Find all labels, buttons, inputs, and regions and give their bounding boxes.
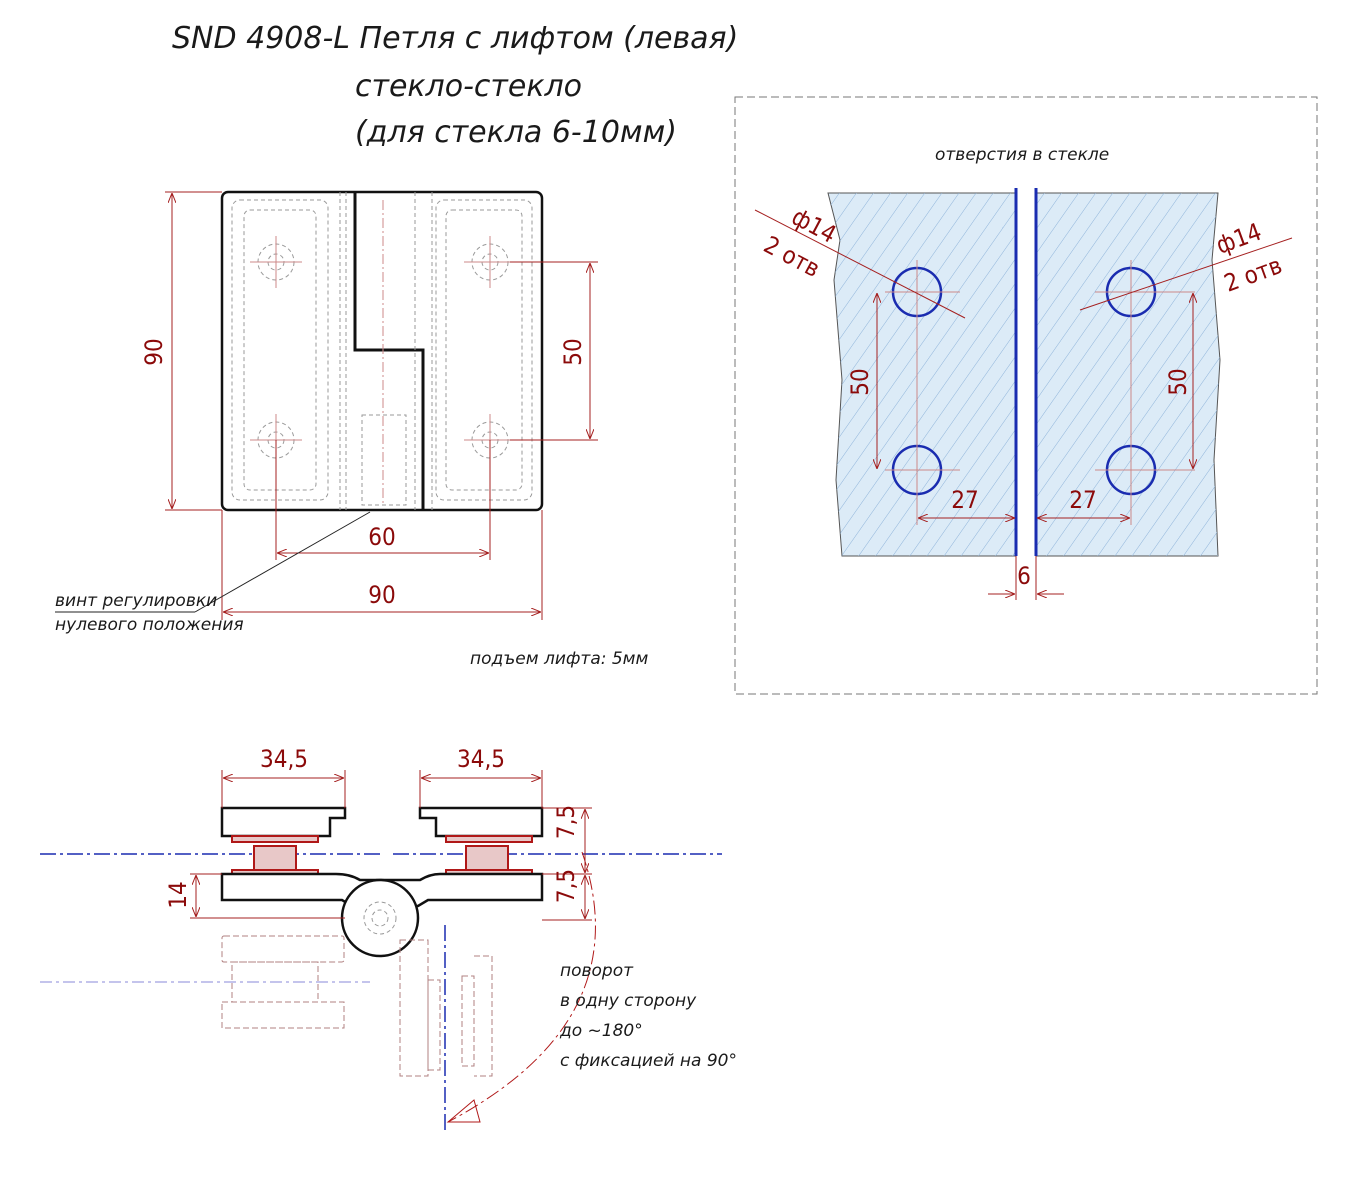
right-spacing-label: 50	[1164, 368, 1192, 395]
screw-note-line-1: винт регулировки	[55, 591, 217, 611]
dim-width-label: 90	[368, 581, 395, 609]
dim-bottom-thickness-label: 7,5	[552, 869, 580, 903]
glass-caption: отверстия в стекле	[935, 145, 1109, 165]
glass-view-frame	[734, 96, 1318, 695]
lift-note: подъем лифта: 5мм	[470, 649, 649, 669]
hinge-knuckle	[340, 878, 420, 958]
right-edge-label: 27	[1069, 486, 1096, 514]
dim-left-width-label: 34,5	[260, 745, 308, 773]
title-line-3: (для стекла 6-10мм)	[355, 115, 677, 150]
rotation-note-line-4: с фиксацией на 90°	[560, 1051, 737, 1071]
drawing-title: SND 4908-L Петля с лифтом (левая) стекло…	[172, 21, 738, 150]
left-hole-leader	[754, 209, 966, 319]
left-plate-outline	[231, 199, 329, 501]
right-hole-leader	[1079, 237, 1293, 311]
adjustment-screw	[361, 414, 407, 506]
knuckle-split-line	[353, 192, 425, 510]
dim-hole-width-label: 60	[368, 523, 395, 551]
title-line-1: SND 4908-L Петля с лифтом (левая)	[172, 21, 738, 56]
dim-hole-spacing-label: 50	[559, 338, 587, 365]
screw-leader-line	[194, 511, 371, 613]
glass-holes-view: отверстия в стекле ф14 2 отв ф14 2 отв 5…	[734, 96, 1318, 695]
dim-right-width-label: 34,5	[457, 745, 505, 773]
right-diameter-label: ф14	[1212, 218, 1265, 260]
dim-height-label: 90	[140, 338, 168, 365]
rotated-leaf-ghost	[221, 935, 493, 1077]
rotation-arc	[447, 851, 596, 1123]
front-view: 90 50 60 90 винт регулировки нулевого по…	[55, 190, 649, 669]
left-bushing	[253, 845, 297, 871]
screw-note-line-2: нулевого положения	[55, 615, 244, 635]
title-line-2: стекло-стекло	[355, 69, 582, 104]
right-bushing	[465, 845, 509, 871]
top-view: 34,5 34,5 7,5 7,5 14 поворот в одну стор…	[40, 745, 737, 1132]
rotation-note-line-2: в одну сторону	[560, 991, 697, 1011]
dim-total-label: 14	[164, 881, 192, 908]
gap-label: 6	[1017, 562, 1031, 590]
dim-top-thickness-label: 7,5	[552, 805, 580, 839]
left-cover-plate	[220, 806, 347, 838]
rotation-arrow	[446, 1099, 481, 1123]
left-spacing-label: 50	[846, 368, 874, 395]
right-plate-outline	[435, 199, 533, 501]
right-cover-plate	[418, 806, 544, 838]
rotation-note-line-1: поворот	[560, 961, 634, 981]
left-edge-label: 27	[951, 486, 978, 514]
rotation-note-line-3: до ~180°	[559, 1021, 643, 1041]
right-count-label: 2 отв	[1220, 251, 1285, 298]
